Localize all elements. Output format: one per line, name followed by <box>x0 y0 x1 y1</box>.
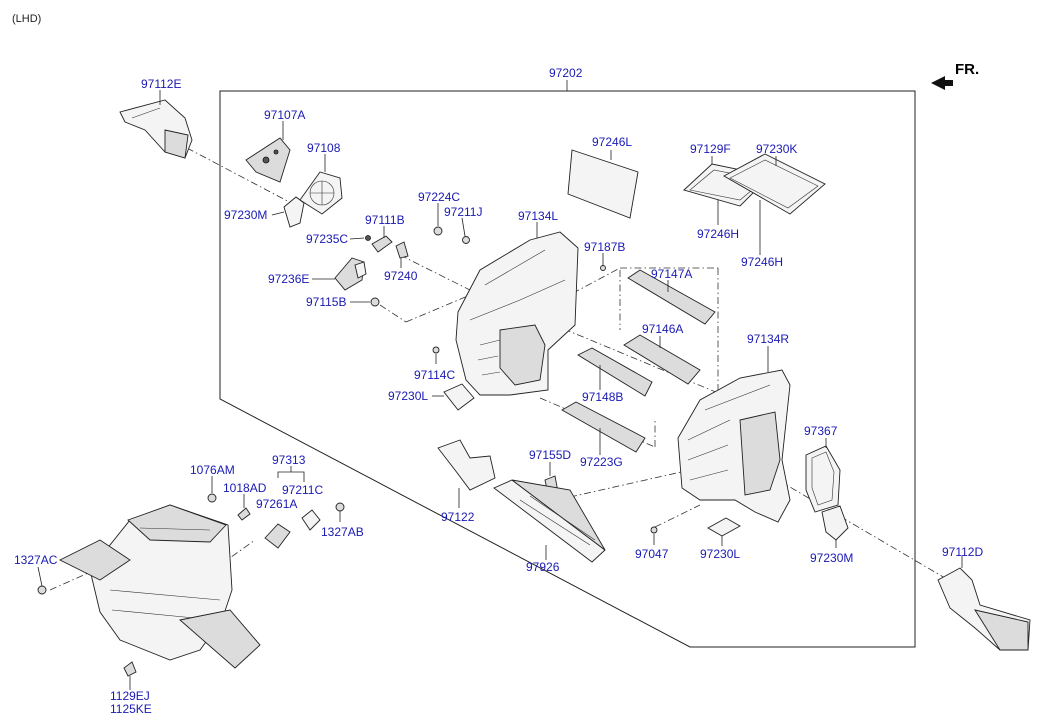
screw-1327AC <box>37 585 47 595</box>
front-direction-indicator: FR. <box>931 61 979 90</box>
part-label-97926: 97926 <box>526 560 560 574</box>
door-97223G <box>561 401 646 453</box>
part-label-97111B: 97111B <box>365 213 405 227</box>
part-label-97246H-a: 97246H <box>697 227 739 241</box>
screw-97115B <box>370 297 380 307</box>
case-97134R <box>677 369 791 523</box>
part-label-1129EJ: 1129EJ <box>110 689 150 703</box>
part-label-97246H-b: 97246H <box>741 255 783 269</box>
part-label-97230K: 97230K <box>756 142 797 156</box>
part-label-97129F: 97129F <box>690 142 731 156</box>
part-label-97230M-right: 97230M <box>810 551 853 565</box>
filter-97246L <box>567 149 639 219</box>
door-97146A <box>623 334 701 385</box>
part-label-97147A: 97147A <box>651 267 692 281</box>
part-label-97261A: 97261A <box>256 497 297 511</box>
gasket-97230M-right <box>821 505 849 541</box>
part-label-97246L: 97246L <box>592 135 632 149</box>
duct-97112E <box>119 99 193 159</box>
part-label-97114C: 97114C <box>414 368 455 382</box>
screw-97114C <box>432 346 440 354</box>
part-label-1076AM: 1076AM <box>190 463 235 477</box>
blower-unit <box>58 504 261 669</box>
screw-97224C <box>433 226 443 236</box>
part-label-97211J: 97211J <box>444 205 482 219</box>
gasket-97230M-top <box>283 196 305 228</box>
bolt-1018AD <box>237 507 251 521</box>
nut-1076AM <box>207 493 217 503</box>
part-label-97155D: 97155D <box>529 448 571 462</box>
part-label-97230L-left: 97230L <box>388 389 428 403</box>
door-97147A <box>627 269 716 325</box>
actuator-97236E <box>334 257 367 291</box>
seal-97367 <box>805 445 841 513</box>
part-label-97146A: 97146A <box>642 322 683 336</box>
clip-97187B <box>600 265 606 271</box>
part-label-97134L: 97134L <box>518 209 558 223</box>
evaporator-97926 <box>493 479 606 563</box>
part-label-97235C: 97235C <box>306 232 348 246</box>
part-label-97223G: 97223G <box>580 455 623 469</box>
part-label-97122: 97122 <box>441 510 475 524</box>
part-label-97367: 97367 <box>804 424 838 438</box>
duct-97122 <box>437 439 496 491</box>
clip-97047 <box>650 526 658 534</box>
part-label-97236E: 97236E <box>268 272 309 286</box>
bolt-1129EJ <box>123 661 137 677</box>
part-label-1327AC: 1327AC <box>14 553 58 567</box>
link-97111B <box>365 235 409 259</box>
variant-note: (LHD) <box>12 13 41 25</box>
part-label-97240: 97240 <box>384 269 418 283</box>
part-label-97134R: 97134R <box>747 332 789 346</box>
part-label-97230L-right: 97230L <box>700 547 740 561</box>
front-arrow-icon <box>931 76 953 90</box>
part-label-97112E: 97112E <box>141 77 181 91</box>
gasket-97230L-right <box>707 517 741 537</box>
duct-97112D <box>937 567 1031 651</box>
gasket-97211C <box>301 509 321 531</box>
part-label-1018AD: 1018AD <box>223 481 267 495</box>
gasket-97230L-left <box>443 383 475 411</box>
part-label-97108: 97108 <box>307 141 341 155</box>
case-97134L <box>455 231 579 396</box>
part-label-1327AB: 1327AB <box>321 525 364 539</box>
part-label-97224C: 97224C <box>418 190 460 204</box>
screw-1327AB <box>335 502 345 512</box>
part-label-97112D: 97112D <box>942 545 983 559</box>
resistor-97261A <box>264 523 291 549</box>
part-label-97115B: 97115B <box>306 295 346 309</box>
door-97148B <box>577 347 653 397</box>
front-direction-label: FR. <box>955 61 979 78</box>
seal-frame-97129F-97230K <box>683 153 826 215</box>
part-label-97211C: 97211C <box>282 483 323 497</box>
assembly-label: 97202 <box>549 66 583 80</box>
part-label-1125KE: 1125KE <box>110 702 152 716</box>
actuator-97108 <box>299 171 343 215</box>
part-label-97230M-top: 97230M <box>224 208 267 222</box>
part-label-97313: 97313 <box>272 453 306 467</box>
part-label-97148B: 97148B <box>582 390 623 404</box>
part-label-97107A: 97107A <box>264 108 305 122</box>
bracket-97107A <box>245 137 291 183</box>
assembly-frame <box>219 90 916 648</box>
part-label-97187B: 97187B <box>584 240 625 254</box>
screw-97211J <box>462 236 470 244</box>
part-label-97047: 97047 <box>635 547 669 561</box>
